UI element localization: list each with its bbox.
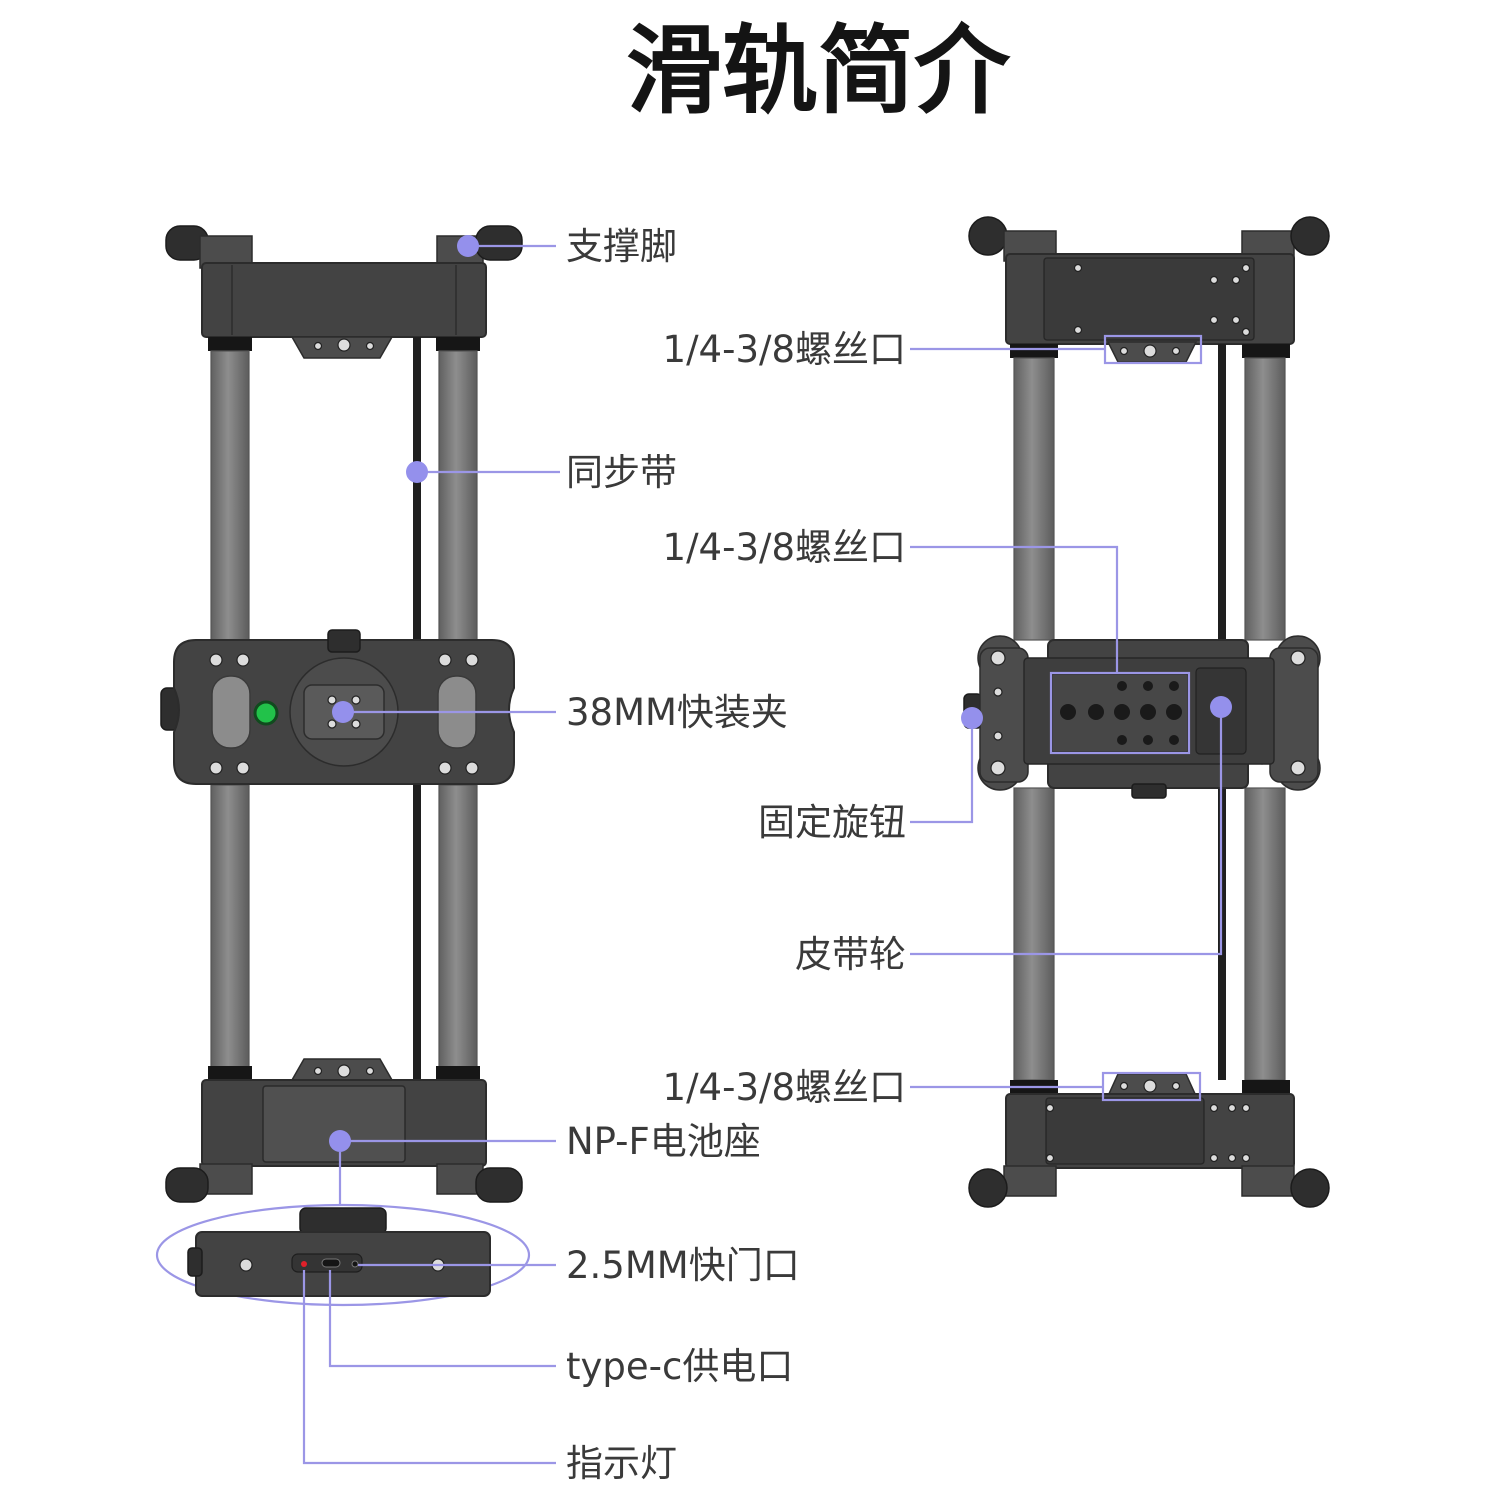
label-npf-battery: NP-F电池座 [566, 1120, 761, 1163]
carriage-back [963, 635, 1321, 799]
rail-rod [1244, 357, 1286, 641]
rail-rod [210, 350, 250, 642]
npf-battery-plate [262, 1085, 406, 1163]
support-foot [436, 1163, 523, 1203]
rail-rod [1244, 787, 1286, 1081]
label-timing-belt: 同步带 [566, 451, 677, 494]
rail-rod [210, 784, 250, 1068]
label-screw-top: 1/4-3/8螺丝口 [663, 328, 906, 371]
indicator-led [301, 1261, 307, 1267]
top-end-block [201, 262, 487, 338]
label-lock-knob: 固定旋钮 [758, 801, 906, 844]
label-belt-pulley: 皮带轮 [795, 933, 906, 976]
callout-dot [457, 235, 479, 257]
label-screw-middle: 1/4-3/8螺丝口 [663, 526, 906, 569]
label-typec-port: type-c供电口 [566, 1345, 793, 1388]
label-shutter-port: 2.5MM快门口 [566, 1244, 800, 1287]
bubble-level [253, 700, 279, 726]
callout-dot [329, 1130, 351, 1152]
callout-dot [332, 701, 354, 723]
callout-dot [406, 461, 428, 483]
callout-dot [1210, 696, 1232, 718]
label-support-feet: 支撑脚 [566, 225, 677, 268]
support-foot [1241, 1165, 1330, 1208]
rail-rod [1013, 787, 1055, 1081]
label-screw-bottom: 1/4-3/8螺丝口 [663, 1066, 906, 1109]
slider-back-view [963, 216, 1330, 1208]
support-foot [165, 225, 253, 269]
label-indicator-light: 指示灯 [566, 1442, 677, 1485]
slider-end-view [155, 1203, 531, 1307]
support-foot [968, 1165, 1057, 1208]
support-foot [165, 1163, 253, 1203]
rail-rod [1013, 357, 1055, 641]
typec-port[interactable] [321, 1258, 341, 1268]
callout-dot [961, 707, 983, 729]
rail-rod [438, 350, 478, 642]
page-title: 滑轨简介 [626, 15, 1011, 127]
rail-rod [438, 784, 478, 1068]
label-38mm-clamp: 38MM快装夹 [566, 691, 788, 734]
detail-highlight-ellipse [155, 1203, 531, 1307]
shutter-port[interactable] [351, 1260, 359, 1268]
